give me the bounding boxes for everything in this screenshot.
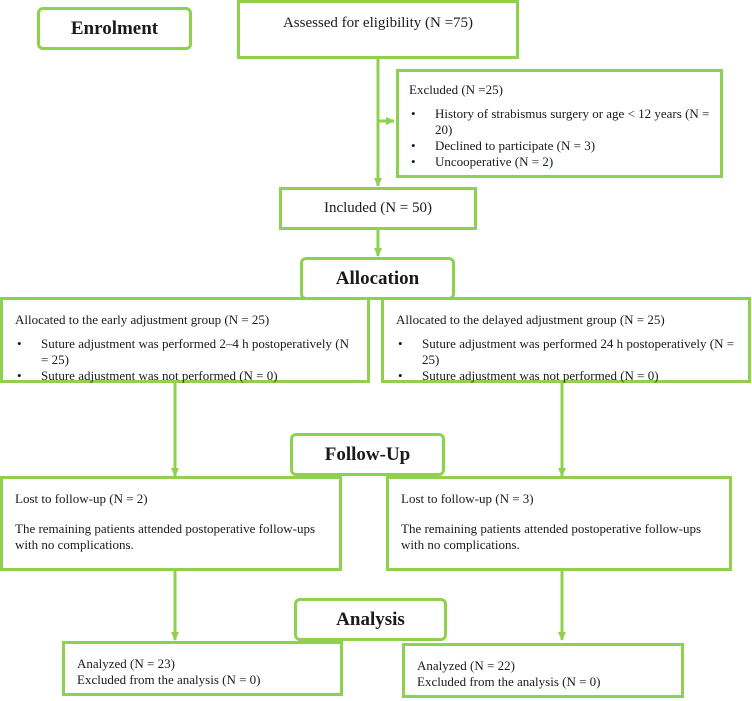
- excluded-list: History of strabismus surgery or age < 1…: [409, 106, 710, 170]
- stage-allocation: Allocation: [300, 257, 455, 300]
- excluded-box: Excluded (N =25) History of strabismus s…: [396, 69, 723, 178]
- lost-followup-left-note: The remaining patients attended postoper…: [15, 521, 315, 552]
- list-item: Suture adjustment was performed 24 h pos…: [396, 336, 738, 368]
- stage-enrolment: Enrolment: [37, 7, 192, 50]
- early-group-title: Allocated to the early adjustment group …: [15, 312, 270, 327]
- lost-followup-right-box: Lost to follow-up (N = 3) The remaining …: [386, 476, 732, 571]
- delayed-group-title: Allocated to the delayed adjustment grou…: [396, 312, 665, 327]
- analyzed-left-line2: Excluded from the analysis (N = 0): [77, 672, 261, 687]
- analyzed-left-line1: Analyzed (N = 23): [77, 656, 175, 671]
- list-item: Suture adjustment was performed 2–4 h po…: [15, 336, 357, 368]
- list-item: Declined to participate (N = 3): [409, 138, 710, 154]
- analyzed-right-line2: Excluded from the analysis (N = 0): [417, 674, 601, 689]
- delayed-group-list: Suture adjustment was performed 24 h pos…: [396, 336, 738, 384]
- excluded-title: Excluded (N =25): [409, 82, 503, 97]
- analyzed-left-box: Analyzed (N = 23) Excluded from the anal…: [62, 641, 343, 696]
- stage-analysis: Analysis: [294, 598, 447, 641]
- list-item: Suture adjustment was not performed (N =…: [396, 368, 738, 384]
- lost-followup-left-title: Lost to follow-up (N = 2): [15, 491, 148, 506]
- list-item: Uncooperative (N = 2): [409, 154, 710, 170]
- stage-analysis-label: Analysis: [336, 608, 405, 630]
- analyzed-right-box: Analyzed (N = 22) Excluded from the anal…: [402, 643, 684, 698]
- lost-followup-right-note: The remaining patients attended postoper…: [401, 521, 701, 552]
- included-text: Included (N = 50): [323, 200, 432, 216]
- assessed-box: Assessed for eligibility (N =75): [237, 0, 519, 59]
- stage-allocation-label: Allocation: [335, 267, 420, 289]
- stage-enrolment-label: Enrolment: [70, 17, 159, 39]
- list-item: Suture adjustment was not performed (N =…: [15, 368, 357, 384]
- stage-followup-label: Follow-Up: [324, 443, 411, 465]
- lost-followup-left-box: Lost to follow-up (N = 2) The remaining …: [0, 476, 342, 571]
- included-box: Included (N = 50): [279, 187, 477, 230]
- delayed-group-box: Allocated to the delayed adjustment grou…: [381, 297, 751, 384]
- lost-followup-right-title: Lost to follow-up (N = 3): [401, 491, 534, 506]
- analyzed-right-line1: Analyzed (N = 22): [417, 658, 515, 673]
- early-group-box: Allocated to the early adjustment group …: [0, 297, 370, 384]
- early-group-list: Suture adjustment was performed 2–4 h po…: [15, 336, 357, 384]
- list-item: History of strabismus surgery or age < 1…: [409, 106, 710, 138]
- assessed-text: Assessed for eligibility (N =75): [282, 15, 474, 31]
- stage-followup: Follow-Up: [290, 433, 445, 476]
